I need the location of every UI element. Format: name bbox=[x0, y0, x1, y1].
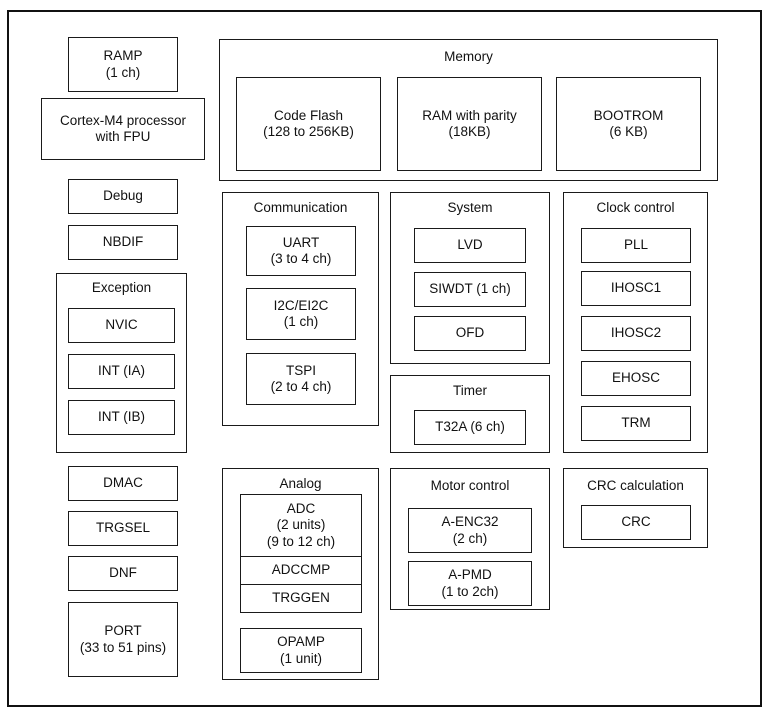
block-uart-line1: UART bbox=[282, 234, 320, 250]
block-dnf: DNF bbox=[68, 556, 178, 591]
block-bootrom-line1: BOOTROM bbox=[593, 107, 664, 123]
block-opamp-line1: OPAMP bbox=[277, 634, 325, 649]
block-ihosc1: IHOSC1 bbox=[581, 271, 691, 306]
block-int-ib-label: INT (IB) bbox=[98, 409, 145, 425]
block-ihosc2: IHOSC2 bbox=[581, 316, 691, 351]
group-communication-title: Communication bbox=[253, 200, 348, 215]
block-trm: TRM bbox=[581, 406, 691, 441]
block-ofd-label: OFD bbox=[455, 325, 485, 341]
block-port: PORT (33 to 51 pins) bbox=[68, 602, 178, 677]
block-trm-label: TRM bbox=[621, 415, 651, 431]
block-i2c-line2: (1 ch) bbox=[283, 314, 319, 329]
block-ehosc-label: EHOSC bbox=[611, 370, 660, 386]
block-adc-line2: (2 units) bbox=[276, 517, 326, 533]
block-cortex-m4: Cortex-M4 processor with FPU bbox=[41, 98, 205, 160]
block-adccmp-label: ADCCMP bbox=[271, 562, 331, 578]
block-lvd: LVD bbox=[414, 228, 526, 263]
block-ram-line2: (18KB) bbox=[448, 124, 491, 139]
block-nvic-label: NVIC bbox=[105, 317, 138, 333]
block-int-ia: INT (IA) bbox=[68, 354, 175, 389]
block-adc-line3: (9 to 12 ch) bbox=[266, 533, 336, 549]
block-crc-label: CRC bbox=[621, 514, 651, 530]
block-ofd: OFD bbox=[414, 316, 526, 351]
block-t32a: T32A (6 ch) bbox=[414, 410, 526, 445]
block-ihosc2-label: IHOSC2 bbox=[610, 325, 662, 341]
block-port-line2: (33 to 51 pins) bbox=[79, 639, 167, 655]
block-dnf-label: DNF bbox=[109, 565, 137, 581]
block-tspi: TSPI (2 to 4 ch) bbox=[246, 353, 356, 405]
block-nbdif-label: NBDIF bbox=[102, 234, 144, 250]
block-lvd-label: LVD bbox=[457, 237, 483, 253]
block-siwdt-label: SIWDT (1 ch) bbox=[429, 281, 511, 297]
block-a-enc32: A-ENC32 (2 ch) bbox=[408, 508, 532, 553]
block-cortex-m4-line2: with FPU bbox=[95, 129, 151, 144]
block-debug: Debug bbox=[68, 179, 178, 214]
block-debug-label: Debug bbox=[103, 188, 143, 204]
block-dmac: DMAC bbox=[68, 466, 178, 501]
block-uart: UART (3 to 4 ch) bbox=[246, 226, 356, 276]
block-ram-with-parity: RAM with parity (18KB) bbox=[397, 77, 542, 171]
block-pll-label: PLL bbox=[623, 237, 649, 253]
block-code-flash-line2: (128 to 256KB) bbox=[263, 124, 354, 139]
group-memory-title: Memory bbox=[444, 49, 493, 64]
block-int-ia-label: INT (IA) bbox=[98, 363, 145, 379]
block-ehosc: EHOSC bbox=[581, 361, 691, 396]
block-opamp: OPAMP (1 unit) bbox=[240, 628, 362, 673]
block-uart-line2: (3 to 4 ch) bbox=[270, 251, 332, 266]
block-ihosc1-label: IHOSC1 bbox=[610, 280, 662, 296]
block-adc: ADC (2 units) (9 to 12 ch) bbox=[241, 495, 361, 556]
block-ram-line1: RAM with parity bbox=[422, 107, 517, 123]
block-bootrom-line2: (6 KB) bbox=[609, 124, 648, 139]
block-a-enc32-line2: (2 ch) bbox=[452, 530, 488, 546]
block-code-flash-line1: Code Flash bbox=[273, 107, 344, 123]
block-dmac-label: DMAC bbox=[103, 475, 143, 491]
block-nbdif: NBDIF bbox=[68, 225, 178, 260]
block-trgsel: TRGSEL bbox=[68, 511, 178, 546]
block-adc-stack: ADC (2 units) (9 to 12 ch) ADCCMP TRGGEN bbox=[240, 494, 362, 613]
block-i2c-line1: I2C/EI2C bbox=[273, 297, 329, 313]
group-crc-title: CRC calculation bbox=[587, 478, 684, 493]
block-siwdt: SIWDT (1 ch) bbox=[414, 272, 526, 307]
block-adccmp: ADCCMP bbox=[241, 555, 361, 584]
group-motor-control-title: Motor control bbox=[430, 478, 510, 493]
block-cortex-m4-line1: Cortex-M4 processor bbox=[59, 112, 187, 128]
block-a-pmd: A-PMD (1 to 2ch) bbox=[408, 561, 532, 606]
block-opamp-line2: (1 unit) bbox=[279, 650, 323, 666]
group-system-title: System bbox=[447, 200, 493, 215]
block-trggen-label: TRGGEN bbox=[272, 590, 330, 606]
block-a-enc32-line1: A-ENC32 bbox=[441, 514, 499, 529]
block-t32a-label: T32A (6 ch) bbox=[435, 419, 505, 435]
block-nvic: NVIC bbox=[68, 308, 175, 343]
block-trgsel-label: TRGSEL bbox=[95, 520, 150, 536]
block-ramp-line2: (1 ch) bbox=[105, 64, 141, 80]
block-int-ib: INT (IB) bbox=[68, 400, 175, 435]
block-port-line1: PORT bbox=[104, 623, 142, 638]
block-ramp: RAMP (1 ch) bbox=[68, 37, 178, 92]
block-a-pmd-line1: A-PMD bbox=[448, 567, 492, 582]
group-clock-control-title: Clock control bbox=[596, 200, 675, 215]
group-analog-title: Analog bbox=[279, 476, 322, 491]
block-adc-line1: ADC bbox=[286, 500, 316, 516]
block-trggen: TRGGEN bbox=[241, 583, 361, 612]
block-pll: PLL bbox=[581, 228, 691, 263]
block-code-flash: Code Flash (128 to 256KB) bbox=[236, 77, 381, 171]
block-tspi-line2: (2 to 4 ch) bbox=[270, 379, 332, 394]
block-bootrom: BOOTROM (6 KB) bbox=[556, 77, 701, 171]
group-exception-title: Exception bbox=[91, 280, 152, 295]
group-timer-title: Timer bbox=[453, 383, 487, 398]
block-i2c-ei2c: I2C/EI2C (1 ch) bbox=[246, 288, 356, 340]
block-crc: CRC bbox=[581, 505, 691, 540]
block-a-pmd-line2: (1 to 2ch) bbox=[441, 583, 499, 599]
block-ramp-line1: RAMP bbox=[103, 48, 143, 63]
block-tspi-line1: TSPI bbox=[285, 362, 316, 378]
